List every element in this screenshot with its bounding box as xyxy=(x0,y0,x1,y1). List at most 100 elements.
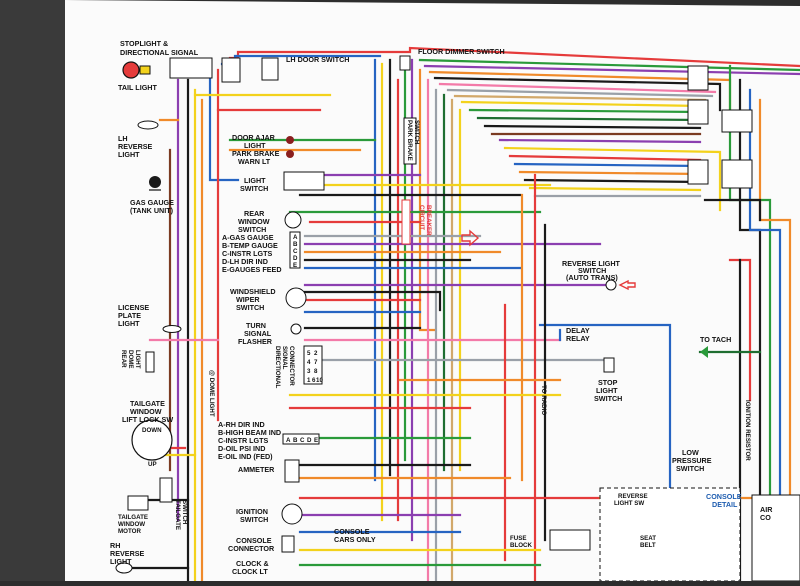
light-switch-label-2: SWITCH xyxy=(240,184,268,193)
ind-letter-b: B xyxy=(293,437,298,444)
pin-8: 8 xyxy=(314,368,318,375)
seat-belt-label-1: SEAT xyxy=(640,535,656,542)
pin-6: 6 xyxy=(312,377,316,384)
wiper-label-2: WIPER xyxy=(236,295,260,304)
rh-reverse-light-symbol xyxy=(115,562,133,574)
license-plate-light-symbol xyxy=(162,325,182,333)
license-plate-label-2: PLATE xyxy=(118,311,141,320)
stop-light-switch-symbol xyxy=(603,357,615,373)
circuit-breaker-label-1: CIRCUIT xyxy=(418,205,425,230)
lh-reverse-light-symbol xyxy=(137,120,159,130)
tailgate-switch-label-2: SWITCH xyxy=(181,500,188,525)
right-edge-label-1: AIR xyxy=(760,505,773,514)
ind-a-label: A-RH DIR IND xyxy=(218,420,265,429)
low-pressure-label-3: SWITCH xyxy=(676,464,704,473)
gauge-e-label: E-GAUGES FEED xyxy=(222,265,282,274)
right-connector-4 xyxy=(721,109,753,133)
park-brake-switch-symbol xyxy=(403,117,417,165)
dir-connector-label-1: DIRECTIONAL xyxy=(274,346,281,388)
console-connector-label-1: CONSOLE xyxy=(236,536,272,545)
to-radio-label: TO RADIO xyxy=(540,385,547,415)
park-brake-switch-label-2: SWITCH xyxy=(413,120,420,145)
light-switch-label-1: LIGHT xyxy=(244,176,266,185)
reverse-switch-label-2: SWITCH xyxy=(578,266,606,275)
right-connector-3 xyxy=(687,159,709,185)
gauge-letter-c: C xyxy=(293,248,298,255)
ind-letter-box xyxy=(282,433,320,445)
rear-window-label-2: WINDOW xyxy=(238,217,270,226)
gauge-letter-a: A xyxy=(293,234,298,241)
wiper-label-3: SWITCH xyxy=(236,303,264,312)
clock-label-2: CLOCK LT xyxy=(232,567,268,576)
pin-3: 3 xyxy=(307,368,311,375)
rear-window-switch-symbol xyxy=(284,211,302,229)
annotation-arrows xyxy=(461,229,636,291)
ignition-switch-label-2: SWITCH xyxy=(240,515,268,524)
ind-letter-a: A xyxy=(286,437,291,444)
low-pressure-label-1: LOW xyxy=(682,448,699,457)
console-connector-box xyxy=(281,535,295,553)
stoplight-label-2: DIRECTIONAL SIGNAL xyxy=(120,48,199,57)
gas-gauge-label-2: (TANK UNIT) xyxy=(130,206,174,215)
rh-reverse-label-2: REVERSE xyxy=(110,549,145,558)
labels: STOPLIGHT & DIRECTIONAL SIGNAL TAIL LIGH… xyxy=(110,39,773,576)
console-cars-label-2: CARS ONLY xyxy=(334,535,376,544)
reverse-detail-label-1: REVERSE xyxy=(618,493,648,500)
flasher-label-1: TURN xyxy=(246,321,266,330)
tailgate-motor-label-3: MOTOR xyxy=(118,528,141,535)
delay-label-2: RELAY xyxy=(566,334,590,343)
tail-light-symbol xyxy=(122,61,151,79)
gauge-letter-e: E xyxy=(293,262,297,269)
reverse-light-switch-symbol xyxy=(605,279,617,291)
rear-window-label-1: REAR xyxy=(244,209,265,218)
gauge-a-label: A-GAS GAUGE xyxy=(222,233,274,242)
door-ajar-light-symbol xyxy=(286,136,294,144)
ind-c-label: C-INSTR LGTS xyxy=(218,436,269,445)
gas-gauge-label-1: GAS GAUGE xyxy=(130,198,174,207)
right-edge-label-2: CO xyxy=(760,513,771,522)
gauge-c-label: C-INSTR LGTS xyxy=(222,249,273,258)
console-detail-box xyxy=(599,487,741,582)
right-edge-box xyxy=(751,494,800,582)
park-brake-label-2: WARN LT xyxy=(238,157,271,166)
flasher-label-3: FLASHER xyxy=(238,337,273,346)
reverse-switch-label-3: (AUTO TRANS) xyxy=(566,273,618,282)
gauge-b-label: B-TEMP GAUGE xyxy=(222,241,278,250)
ind-letter-c: C xyxy=(300,437,305,444)
console-detail-label-1: CONSOLE xyxy=(706,492,742,501)
clock-label-1: CLOCK & xyxy=(236,559,269,568)
ammeter-block xyxy=(284,459,300,483)
to-tach-arrow xyxy=(700,346,708,358)
tailgate-lock-label-1: TAILGATE xyxy=(130,399,165,408)
rear-dome-label-2: DOME xyxy=(127,350,134,369)
ind-d-label: D-OIL PSI IND xyxy=(218,444,265,453)
pin-1: 1 xyxy=(307,377,311,384)
wiper-switch-symbol xyxy=(285,287,307,309)
license-plate-label-1: LICENSE xyxy=(118,303,149,312)
park-brake-switch-label-1: PARK BRAKE xyxy=(406,120,413,161)
light-switch-symbol xyxy=(283,171,325,191)
lh-door-switch-label: LH DOOR SWITCH xyxy=(286,55,349,64)
console-detail-label-2: DETAIL xyxy=(712,500,738,509)
tailgate-lock-label-3: LIFT LOCK SW xyxy=(122,415,173,424)
circuit-breaker-label-2: BREAKER xyxy=(425,205,432,236)
tailgate-switch-label-1: TAILGATE xyxy=(174,500,181,530)
park-brake-label-1: PARK BRAKE xyxy=(232,149,280,158)
rh-reverse-label-1: RH xyxy=(110,541,120,550)
gauge-letter-b: B xyxy=(293,241,298,248)
dome-light-label: @ DOME LIGHT xyxy=(208,370,215,417)
right-connector-5 xyxy=(721,159,753,189)
tailgate-motor-symbol xyxy=(127,495,149,511)
right-connector-1 xyxy=(687,65,709,91)
console-connector-label-2: CONNECTOR xyxy=(228,544,275,553)
license-plate-label-3: LIGHT xyxy=(118,319,140,328)
flasher-symbol xyxy=(290,323,302,335)
ammeter-label: AMMETER xyxy=(238,465,275,474)
gauge-d-label: D-LH DIR IND xyxy=(222,257,268,266)
rh-reverse-label-3: LIGHT xyxy=(110,557,132,566)
rear-dome-light-symbol xyxy=(145,351,155,373)
reverse-detail-label-2: LIGHT SW xyxy=(614,500,644,507)
pin-7: 7 xyxy=(314,359,318,366)
tailgate-motor-label-1: TAILGATE xyxy=(118,514,148,521)
